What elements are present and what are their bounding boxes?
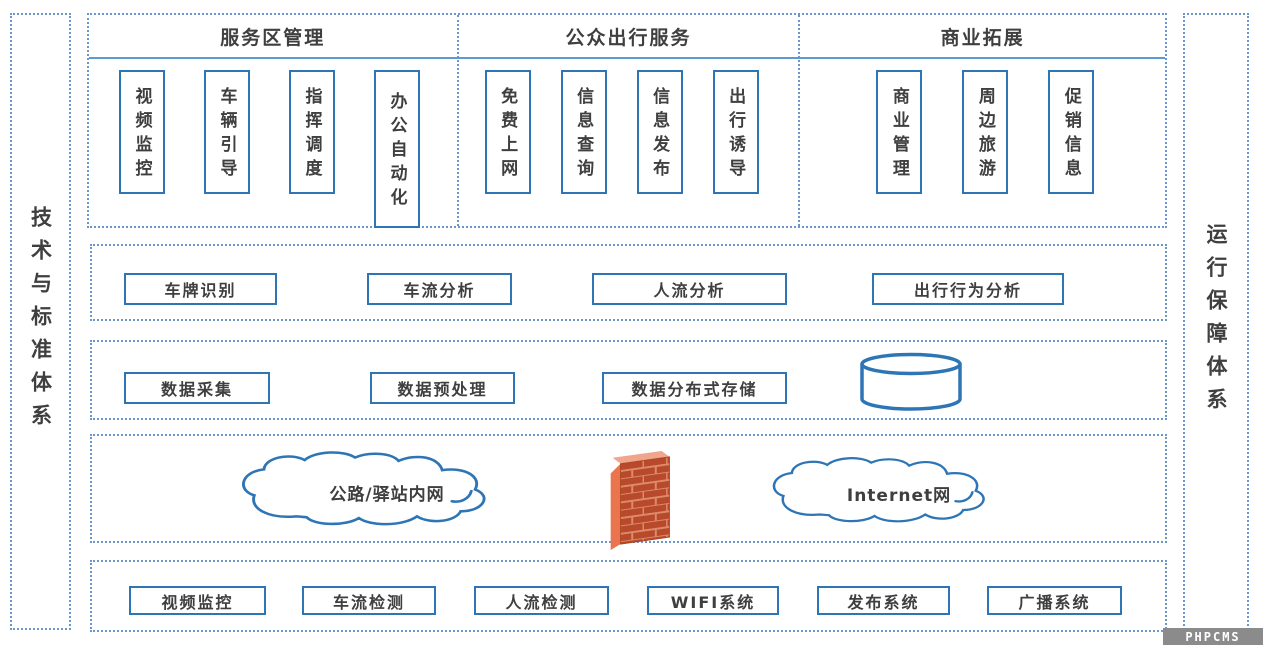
device-layer: 视频监控 车流检测 人流检测 WIFI系统 发布系统 广播系统	[90, 560, 1167, 632]
data-layer: 数据采集 数据预处理 数据分布式存储	[90, 340, 1167, 420]
analysis-box: 车牌识别	[124, 273, 277, 305]
feature-box: 免费上网	[484, 70, 531, 194]
section-items: 商业管理 周边旅游 促销信息	[800, 57, 1165, 194]
data-box: 数据采集	[124, 372, 270, 404]
feature-box: 视频监控	[119, 70, 165, 194]
analysis-box: 人流分析	[592, 273, 787, 305]
left-pillar-label: 技术与标准体系	[28, 206, 53, 437]
section-public-travel: 公众出行服务 免费上网 信息查询 信息发布 出行诱导	[456, 15, 799, 226]
intranet-cloud-label: 公路/驿站内网	[329, 484, 445, 505]
device-box: 视频监控	[129, 586, 266, 615]
section-title: 公众出行服务	[565, 26, 692, 49]
internet-cloud-label: Internet网	[846, 485, 952, 506]
device-box: WIFI系统	[647, 586, 779, 615]
feature-box: 车辆引导	[204, 70, 250, 194]
feature-box: 办公自动化	[374, 70, 420, 228]
device-box: 广播系统	[987, 586, 1122, 615]
section-items: 视频监控 车辆引导 指挥调度 办公自动化	[89, 57, 457, 228]
phpcms-watermark: PHPCMS	[1163, 628, 1263, 645]
cloud-icon	[772, 457, 985, 523]
device-box: 车流检测	[302, 586, 436, 615]
section-service-area: 服务区管理 视频监控 车辆引导 指挥调度 办公自动化	[89, 15, 457, 228]
analysis-box: 车流分析	[367, 273, 512, 305]
feature-box: 周边旅游	[962, 70, 1009, 194]
analysis-box: 出行行为分析	[872, 273, 1064, 305]
section-title: 商业拓展	[940, 26, 1025, 49]
left-pillar: 技术与标准体系	[10, 13, 71, 630]
data-box: 数据分布式存储	[602, 372, 787, 404]
intranet-cloud: 公路/驿站内网	[232, 450, 542, 534]
section-business-expansion: 商业拓展 商业管理 周边旅游 促销信息	[798, 15, 1165, 226]
database-cylinder-icon	[860, 352, 962, 411]
internet-cloud: Internet网	[764, 456, 1034, 530]
network-layer: 公路/驿站内网 Internet网	[90, 434, 1167, 550]
cloud-icon	[242, 451, 486, 526]
feature-box: 商业管理	[876, 70, 923, 194]
firewall-icon	[610, 450, 670, 550]
feature-box: 指挥调度	[289, 70, 335, 194]
data-box: 数据预处理	[370, 372, 515, 404]
feature-box: 出行诱导	[712, 70, 759, 194]
right-pillar-label: 运行保障体系	[1204, 222, 1228, 421]
feature-box: 信息发布	[636, 70, 683, 194]
application-layer: 服务区管理 视频监控 车辆引导 指挥调度 办公自动化 公众出行服务 免费上网 信…	[87, 13, 1167, 228]
section-items: 免费上网 信息查询 信息发布 出行诱导	[459, 57, 799, 194]
section-title: 服务区管理	[220, 26, 326, 49]
right-pillar: 运行保障体系	[1183, 13, 1249, 630]
header-separator-line	[89, 57, 1165, 59]
device-box: 发布系统	[817, 586, 950, 615]
device-box: 人流检测	[474, 586, 609, 615]
feature-box: 促销信息	[1048, 70, 1095, 194]
analysis-layer: 车牌识别 车流分析 人流分析 出行行为分析	[90, 244, 1167, 321]
feature-box: 信息查询	[560, 70, 607, 194]
